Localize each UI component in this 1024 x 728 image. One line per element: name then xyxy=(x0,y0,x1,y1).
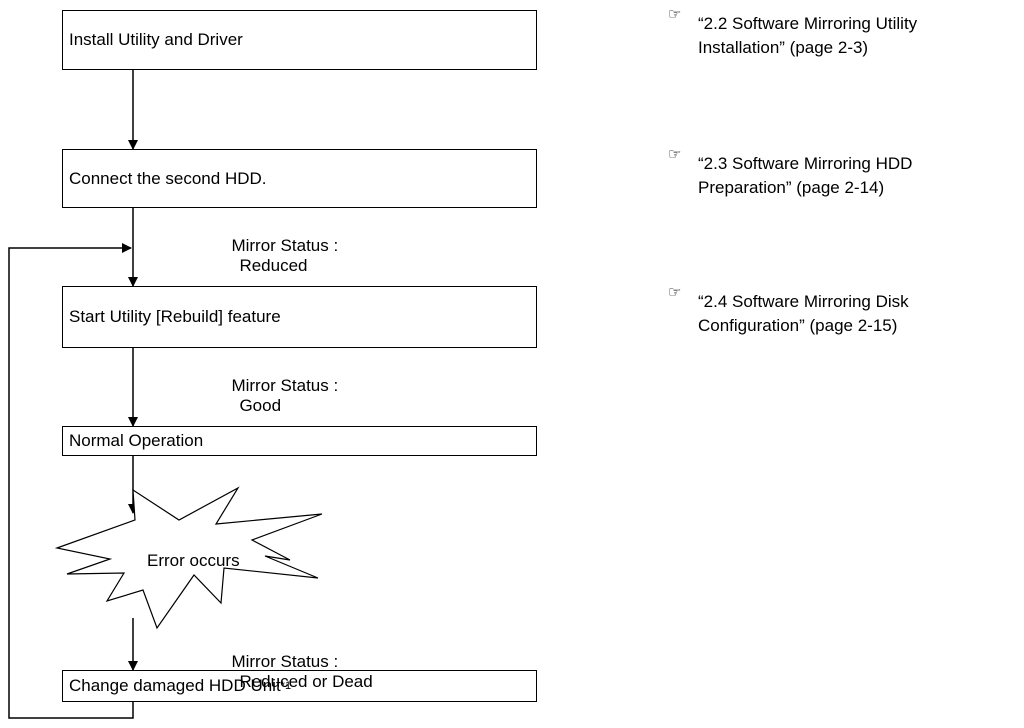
reference-line: “2.3 Software Mirroring HDD xyxy=(698,154,913,173)
error-occurs-label: Error occurs xyxy=(147,551,240,570)
mirror-status-reduced: Mirror Status : Reduced xyxy=(222,216,338,276)
reference-line: Configuration” (page 2-15) xyxy=(698,316,898,335)
status-value: Reduced or Dead xyxy=(239,672,373,691)
mirror-status-reduced-or-dead: Mirror Status : Reduced or Dead xyxy=(222,632,373,692)
pointing-hand-icon: ☞ xyxy=(668,284,682,301)
step-connect-hdd: Connect the second HDD. xyxy=(62,149,537,208)
status-value: Good xyxy=(239,396,282,415)
pointing-hand-icon: ☞ xyxy=(668,146,682,163)
footnote-marker: *1 xyxy=(280,680,292,692)
step-label: Start Utility [Rebuild] feature xyxy=(69,307,281,326)
step-label: Normal Operation xyxy=(69,431,204,450)
status-prefix: Mirror Status : xyxy=(231,652,339,671)
step-normal-operation: Normal Operation xyxy=(62,426,537,456)
step-label: Connect the second HDD. xyxy=(69,168,267,188)
mirror-status-good: Mirror Status : Good xyxy=(222,356,338,416)
step-start-rebuild: Start Utility [Rebuild] feature xyxy=(62,286,537,348)
step-label: Install Utility and Driver xyxy=(69,30,243,49)
status-prefix: Mirror Status : xyxy=(231,236,339,255)
reference-line: “2.2 Software Mirroring Utility xyxy=(698,14,918,33)
step-install-utility: Install Utility and Driver xyxy=(62,10,537,70)
reference-line: Preparation” (page 2-14) xyxy=(698,178,885,197)
reference-disk-configuration[interactable]: ☞ “2.4 Software Mirroring Disk Configura… xyxy=(668,284,909,338)
reference-utility-installation[interactable]: ☞ “2.2 Software Mirroring Utility Instal… xyxy=(668,6,918,60)
error-starburst-shape xyxy=(54,486,323,630)
reference-line: Installation” (page 2-3) xyxy=(698,38,869,57)
step-change-hdd: Change damaged HDD Unit*1 xyxy=(62,670,537,702)
pointing-hand-icon: ☞ xyxy=(668,6,682,23)
loop-back-line xyxy=(8,243,134,719)
status-prefix: Mirror Status : xyxy=(231,376,339,395)
reference-hdd-preparation[interactable]: ☞ “2.3 Software Mirroring HDD Preparatio… xyxy=(668,146,913,200)
status-value: Reduced xyxy=(239,256,308,275)
step-label: Change damaged HDD Unit xyxy=(69,676,281,695)
reference-line: “2.4 Software Mirroring Disk xyxy=(698,292,909,311)
